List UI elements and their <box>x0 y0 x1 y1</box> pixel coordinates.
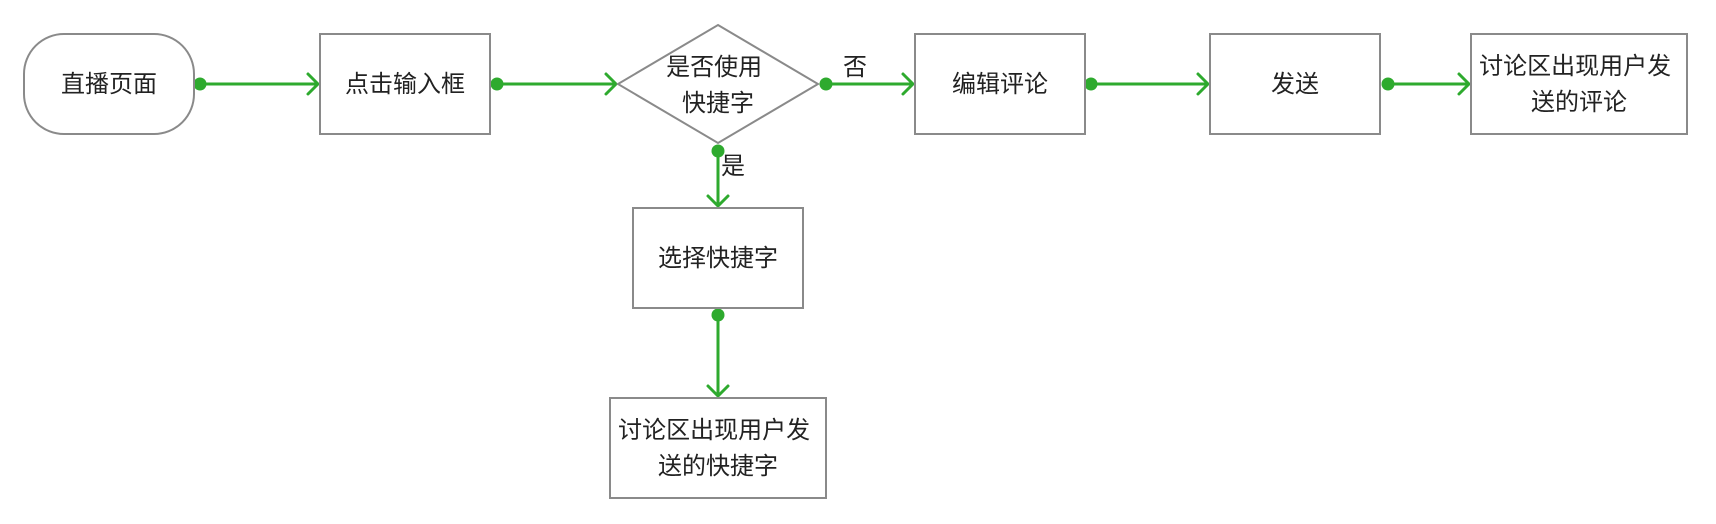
edge-click-input-to-decision <box>490 72 618 96</box>
process-shape <box>1470 33 1688 135</box>
edge-edit-comment-to-send <box>1084 72 1210 96</box>
node-start: 直播页面 <box>23 33 195 135</box>
process-shape <box>609 397 827 499</box>
connector-dot <box>1084 77 1098 91</box>
terminal-shape <box>23 33 195 135</box>
process-shape <box>914 33 1086 135</box>
process-shape <box>1209 33 1381 135</box>
decision-diamond-shape <box>616 23 820 145</box>
connector-dot <box>711 308 725 322</box>
connector-dot <box>819 77 833 91</box>
node-label: 发送 <box>1271 70 1319 98</box>
arrowhead-icon <box>901 72 915 96</box>
node-edit-comment: 编辑评论 <box>914 33 1086 135</box>
node-click-input: 点击输入框 <box>319 33 491 135</box>
node-send: 发送 <box>1209 33 1381 135</box>
connector-dot <box>711 144 725 158</box>
arrowhead-icon <box>1457 72 1471 96</box>
edge-decision-to-select-shortcut: 是 <box>706 144 745 208</box>
arrowhead-icon <box>706 194 730 208</box>
arrowhead-icon <box>1196 72 1210 96</box>
node-decision: 是否使用 快捷字 <box>616 23 820 145</box>
arrowhead-icon <box>306 72 320 96</box>
edge-start-to-click-input <box>193 72 320 96</box>
node-label: 讨论区出现用户发 送的评论 <box>1479 52 1679 116</box>
node-label: 点击输入框 <box>345 70 465 98</box>
node-label: 直播页面 <box>61 70 157 98</box>
node-select-shortcut: 选择快捷字 <box>632 207 804 309</box>
process-shape <box>632 207 804 309</box>
arrowhead-icon <box>706 384 730 398</box>
node-label: 是否使用 快捷字 <box>666 53 770 117</box>
edge-decision-to-edit-comment: 否 <box>819 53 915 96</box>
edge-select-shortcut-to-result-shortcut <box>706 308 730 398</box>
node-result-comment: 讨论区出现用户发 送的评论 <box>1470 33 1688 135</box>
connector-dot <box>193 77 207 91</box>
node-label: 讨论区出现用户发 送的快捷字 <box>618 416 818 480</box>
node-result-shortcut: 讨论区出现用户发 送的快捷字 <box>609 397 827 499</box>
edge-label-yes: 是 <box>721 152 745 180</box>
connector-dot <box>490 77 504 91</box>
process-shape <box>319 33 491 135</box>
node-label: 编辑评论 <box>952 70 1048 98</box>
connector-dot <box>1381 77 1395 91</box>
arrowhead-icon <box>604 72 618 96</box>
edge-send-to-result-comment <box>1381 72 1471 96</box>
edge-label-no: 否 <box>843 53 867 81</box>
node-label: 选择快捷字 <box>658 244 778 272</box>
